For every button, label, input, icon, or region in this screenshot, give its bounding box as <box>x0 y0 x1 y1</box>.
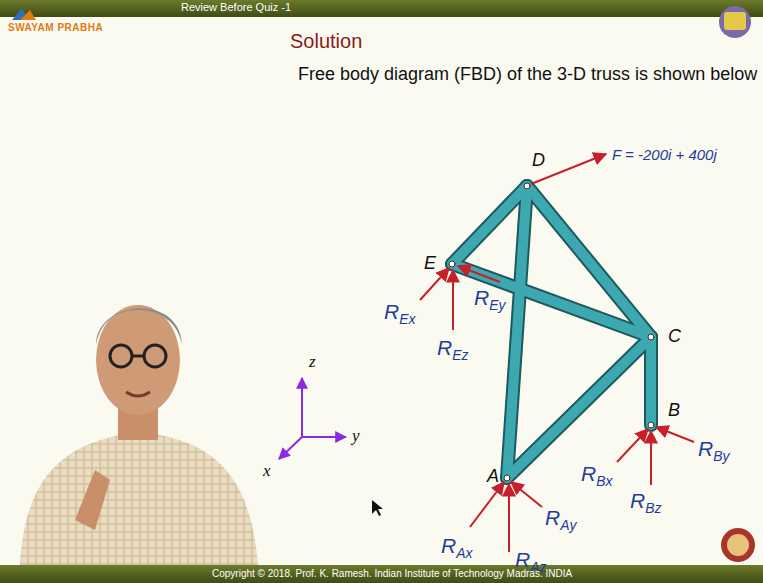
joint-label: C <box>668 326 681 347</box>
header-bar <box>0 0 763 17</box>
institute-logo <box>727 534 749 556</box>
header-text: Review Before Quiz -1 <box>181 1 291 14</box>
copyright-text: Copyright © 2018. Prof. K. Ramesh. India… <box>212 568 572 580</box>
joint-label: E <box>424 253 436 274</box>
joint-label: A <box>487 466 499 487</box>
force-label: F = -200i + 400j <box>612 146 717 163</box>
corner-icon <box>719 6 751 38</box>
corner-icon <box>724 12 746 30</box>
body-text: Free body diagram (FBD) of the 3-D truss… <box>298 64 757 85</box>
reaction-label: RAx <box>441 534 473 558</box>
truss-members <box>449 183 654 481</box>
logo-text: SWAYAM PRABHA <box>8 22 103 34</box>
reaction-label: REx <box>384 300 416 324</box>
coordinate-axes <box>279 378 346 459</box>
logo-emblem <box>20 10 36 20</box>
reaction-label: REy <box>474 286 506 310</box>
mouse-cursor <box>372 500 383 516</box>
force-arrows <box>420 154 694 552</box>
joint-label: B <box>668 400 680 421</box>
joint-label: D <box>532 150 545 171</box>
presenter-figure <box>20 305 258 565</box>
axis-label: y <box>352 426 360 446</box>
reaction-label: RAy <box>545 506 576 530</box>
axis-label: z <box>309 352 316 372</box>
reaction-label: RBx <box>581 462 613 486</box>
footer-bar <box>0 565 763 583</box>
slide-heading: Solution <box>290 30 362 53</box>
reaction-label: RBz <box>630 489 662 513</box>
institute-logo <box>721 528 755 562</box>
reaction-label: RBy <box>698 437 730 461</box>
axis-label: x <box>263 461 271 481</box>
reaction-label: REz <box>437 336 469 360</box>
